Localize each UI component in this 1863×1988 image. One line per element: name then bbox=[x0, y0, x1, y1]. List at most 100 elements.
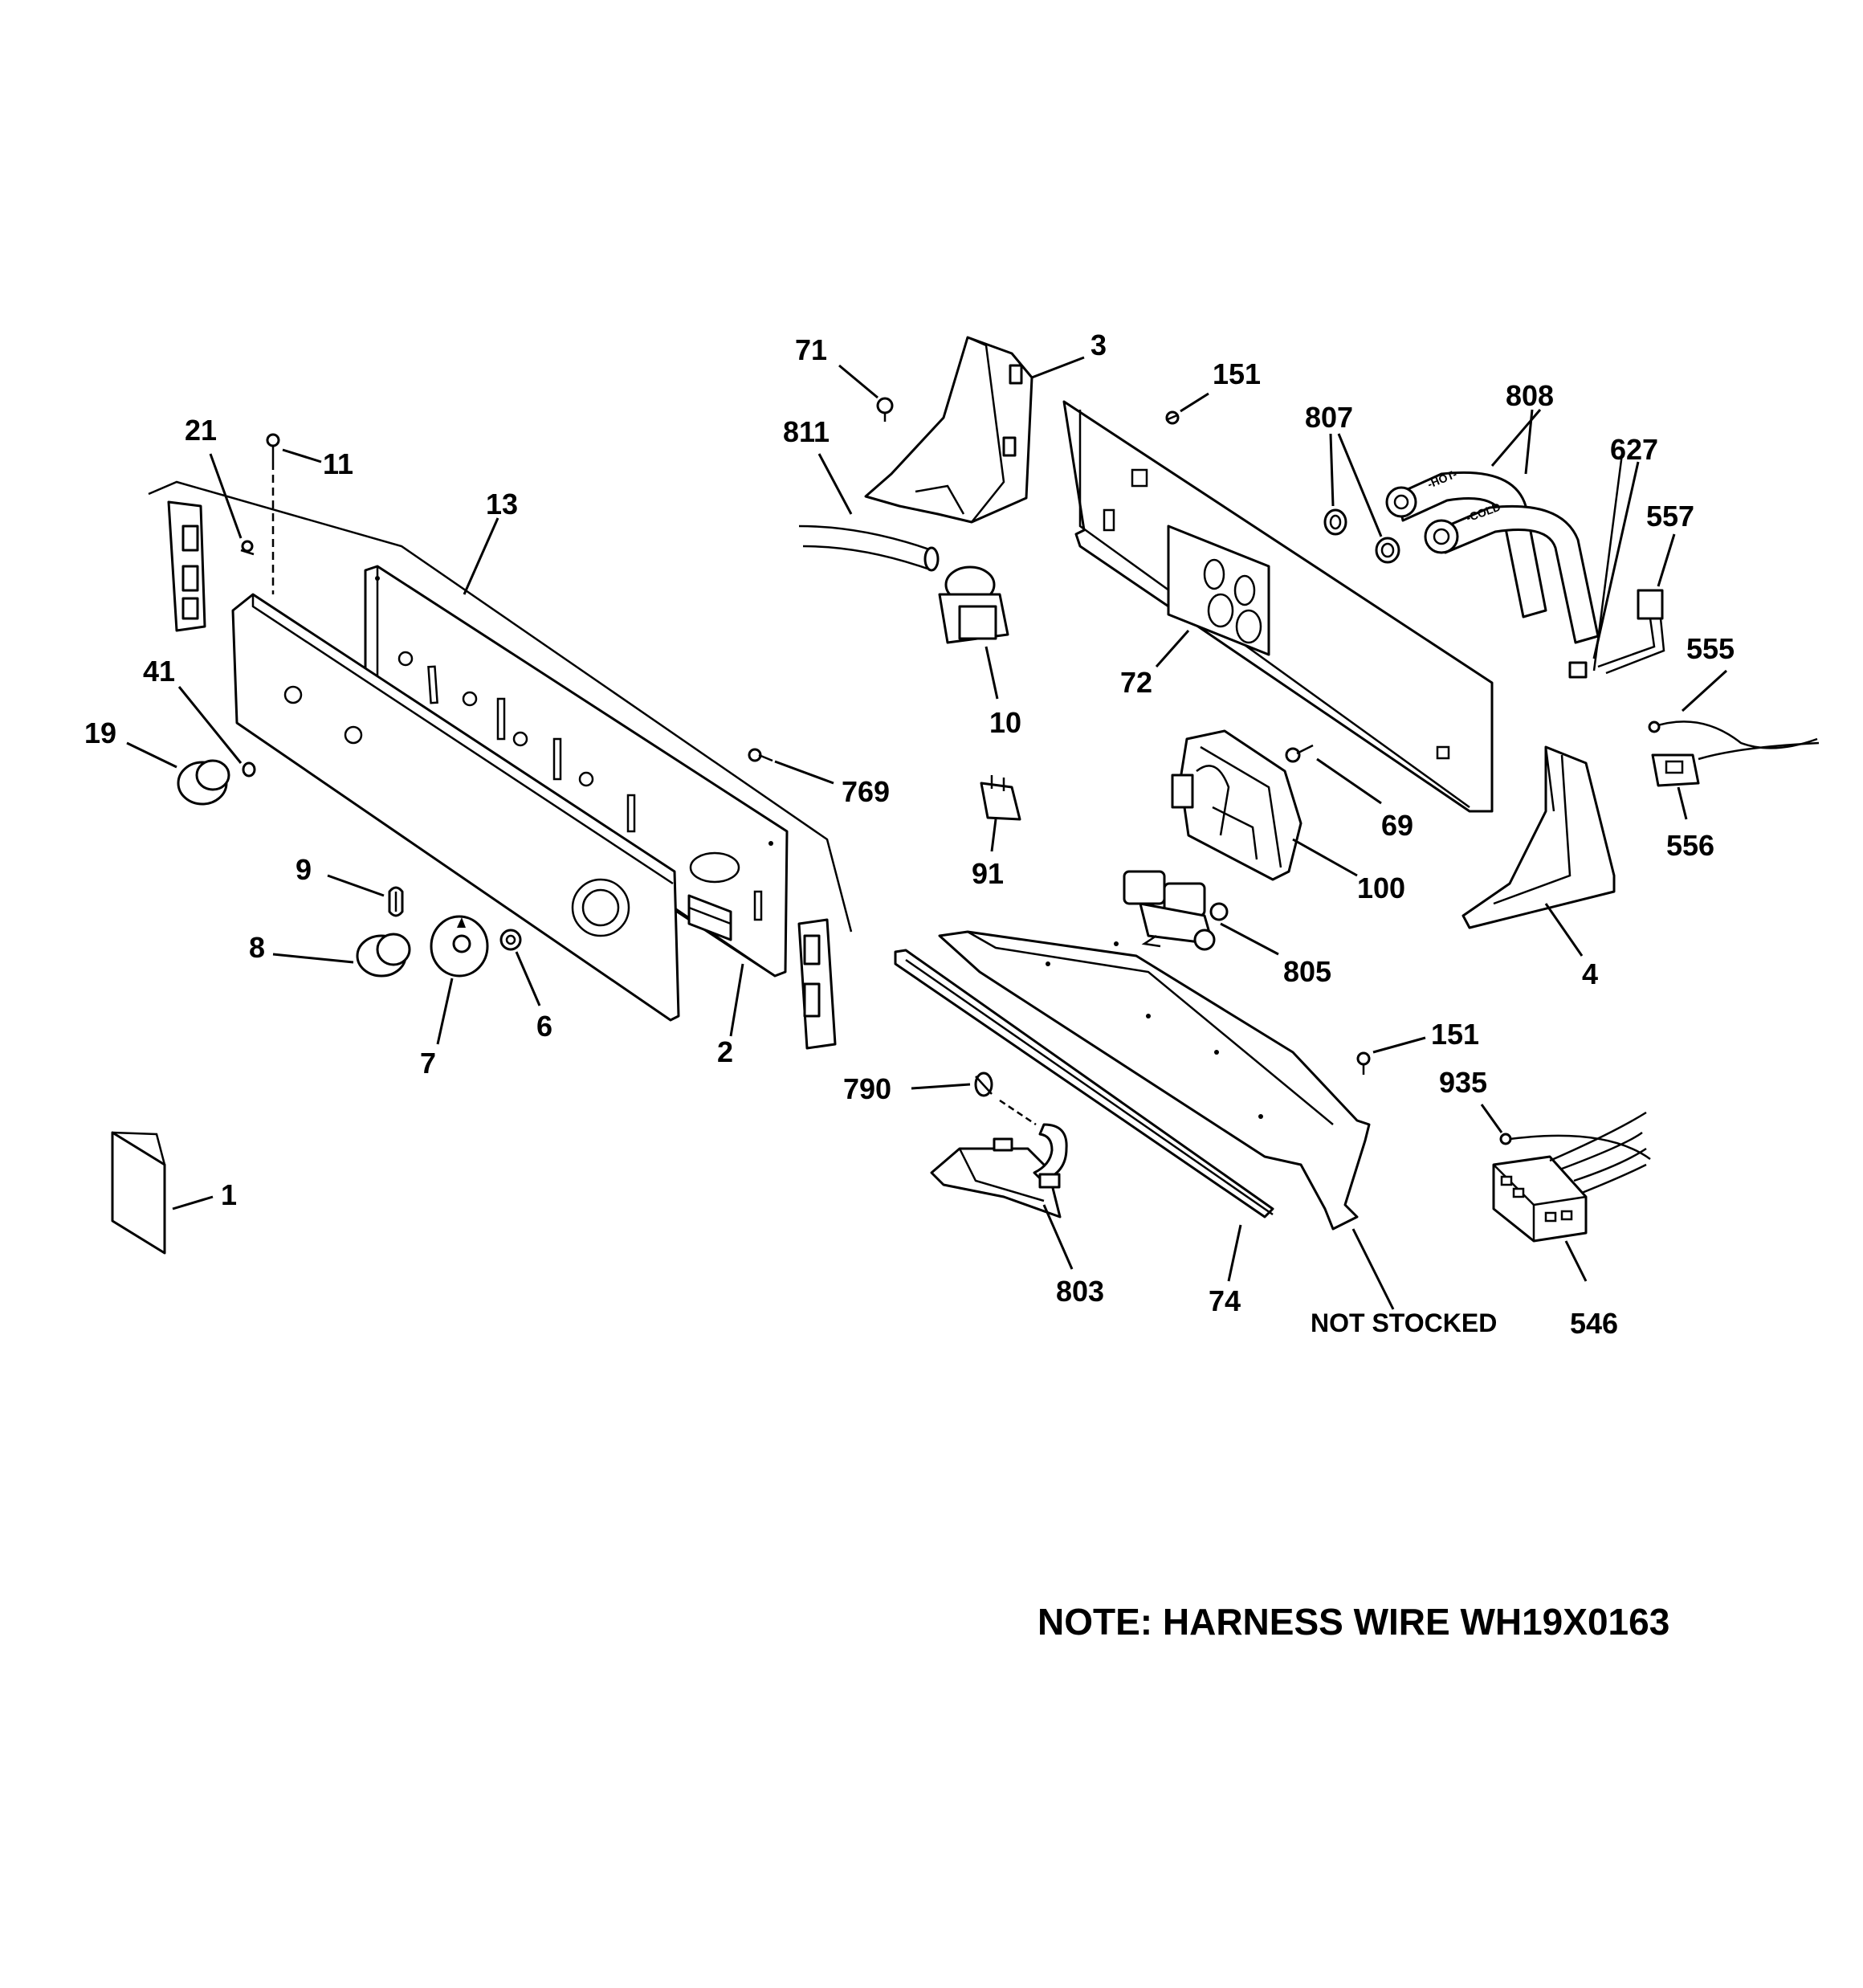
leader-71 bbox=[838, 364, 879, 399]
leader-546 bbox=[1564, 1240, 1588, 1282]
callout-769: 769 bbox=[842, 775, 890, 808]
callout-808: 808 bbox=[1506, 379, 1554, 412]
leader-10 bbox=[984, 646, 999, 700]
part-3-bracket bbox=[864, 336, 1033, 524]
leader-807b bbox=[1337, 433, 1383, 537]
leader-69 bbox=[1316, 757, 1382, 805]
leader-805 bbox=[1220, 922, 1279, 956]
callout-72: 72 bbox=[1120, 666, 1152, 699]
callout-11: 11 bbox=[323, 447, 353, 480]
leader-151-top bbox=[1180, 392, 1209, 413]
part-151-screw-lower bbox=[1356, 1051, 1371, 1075]
harness-wire-note: NOTE: HARNESS WIRE WH19X0163 bbox=[1037, 1601, 1669, 1643]
part-100-timer bbox=[1171, 729, 1302, 881]
callout-805: 805 bbox=[1283, 955, 1331, 988]
leader-555 bbox=[1681, 669, 1728, 712]
part-1-literature-envelope bbox=[111, 1131, 166, 1255]
callout-557: 557 bbox=[1646, 500, 1694, 533]
callout-100: 100 bbox=[1357, 872, 1405, 904]
part-546-harness bbox=[1492, 1111, 1647, 1243]
part-556-plug bbox=[1651, 753, 1700, 787]
callout-811: 811 bbox=[783, 415, 830, 448]
callout-4: 4 bbox=[1582, 957, 1598, 990]
part-11-screw bbox=[266, 433, 280, 462]
left-end-cap bbox=[167, 500, 206, 632]
part-935-wire bbox=[1499, 1133, 1651, 1161]
part-769-screw bbox=[748, 748, 773, 762]
callout-9: 9 bbox=[296, 853, 312, 886]
part-8-knob bbox=[356, 933, 411, 978]
leader-790 bbox=[911, 1083, 971, 1090]
leader-769 bbox=[774, 760, 834, 785]
callout-91: 91 bbox=[972, 857, 1004, 890]
part-71-screw bbox=[876, 397, 894, 422]
part-151-screw-top bbox=[1165, 410, 1180, 425]
callout-6: 6 bbox=[536, 1010, 552, 1043]
callout-21: 21 bbox=[185, 414, 217, 447]
part-21-screw bbox=[240, 540, 255, 556]
part-790-clamp bbox=[974, 1072, 993, 1097]
callout-1: 1 bbox=[221, 1178, 237, 1211]
leader-19 bbox=[126, 741, 177, 769]
part-72-rear-panel bbox=[1062, 400, 1494, 813]
leader-4 bbox=[1544, 903, 1584, 957]
right-end-cap bbox=[797, 918, 837, 1050]
callout-74: 74 bbox=[1209, 1284, 1241, 1317]
leader-13 bbox=[463, 517, 499, 595]
callout-790: 790 bbox=[843, 1072, 891, 1105]
leader-811 bbox=[817, 453, 853, 515]
part-803-dispenser bbox=[930, 1123, 1068, 1219]
leader-74 bbox=[1227, 1224, 1242, 1282]
leader-8 bbox=[272, 953, 354, 964]
part-19-knob bbox=[177, 759, 230, 806]
leader-556 bbox=[1677, 786, 1688, 820]
callout-935: 935 bbox=[1439, 1066, 1487, 1099]
callout-2: 2 bbox=[717, 1035, 733, 1068]
part-not-stocked-base bbox=[938, 930, 1371, 1231]
part-9-clip bbox=[388, 886, 404, 917]
assembly-outline bbox=[148, 480, 853, 933]
leader-151-lower bbox=[1372, 1036, 1426, 1054]
leader-2 bbox=[729, 963, 744, 1037]
callout-71: 71 bbox=[795, 333, 827, 366]
part-808-inlet-hoses: -HOT- -COLD- bbox=[1385, 467, 1600, 644]
part-6-nut bbox=[499, 929, 522, 951]
leader-7 bbox=[436, 978, 454, 1045]
callout-627: 627 bbox=[1610, 433, 1658, 466]
leader-not-stocked bbox=[1351, 1228, 1395, 1310]
leader-6 bbox=[515, 951, 541, 1006]
leader-808b bbox=[1490, 409, 1542, 467]
leader-11 bbox=[282, 448, 322, 463]
leader-627 bbox=[1592, 461, 1640, 659]
callout-8: 8 bbox=[249, 931, 265, 964]
part-807-washers bbox=[1323, 508, 1400, 564]
callout-7: 7 bbox=[420, 1047, 436, 1080]
part-2-bracket bbox=[687, 894, 732, 941]
callout-556: 556 bbox=[1666, 829, 1714, 862]
leader-41 bbox=[177, 686, 243, 764]
leader-3 bbox=[1031, 356, 1085, 379]
leader-557 bbox=[1657, 533, 1676, 587]
part-555-wires bbox=[1648, 720, 1820, 761]
leader-91 bbox=[990, 818, 997, 852]
callout-803: 803 bbox=[1056, 1275, 1104, 1308]
leader-72 bbox=[1155, 630, 1190, 667]
callout-69: 69 bbox=[1381, 809, 1413, 842]
dashed-790 bbox=[999, 1099, 1037, 1126]
part-805-water-valve bbox=[1123, 870, 1229, 951]
callout-151-top: 151 bbox=[1213, 357, 1261, 390]
part-7-dial bbox=[430, 915, 489, 978]
part-41-spring bbox=[242, 761, 256, 778]
leader-807a bbox=[1329, 433, 1335, 507]
front-panel-overlay bbox=[231, 593, 680, 1022]
part-69-screw bbox=[1285, 744, 1314, 763]
leader-803 bbox=[1042, 1204, 1074, 1270]
callout-3: 3 bbox=[1090, 329, 1107, 361]
callout-10: 10 bbox=[989, 706, 1021, 739]
callout-546: 546 bbox=[1570, 1307, 1618, 1340]
leader-9 bbox=[327, 874, 385, 897]
leader-1 bbox=[172, 1195, 214, 1210]
part-811-hose bbox=[798, 525, 940, 572]
part-91-switch bbox=[980, 775, 1021, 821]
